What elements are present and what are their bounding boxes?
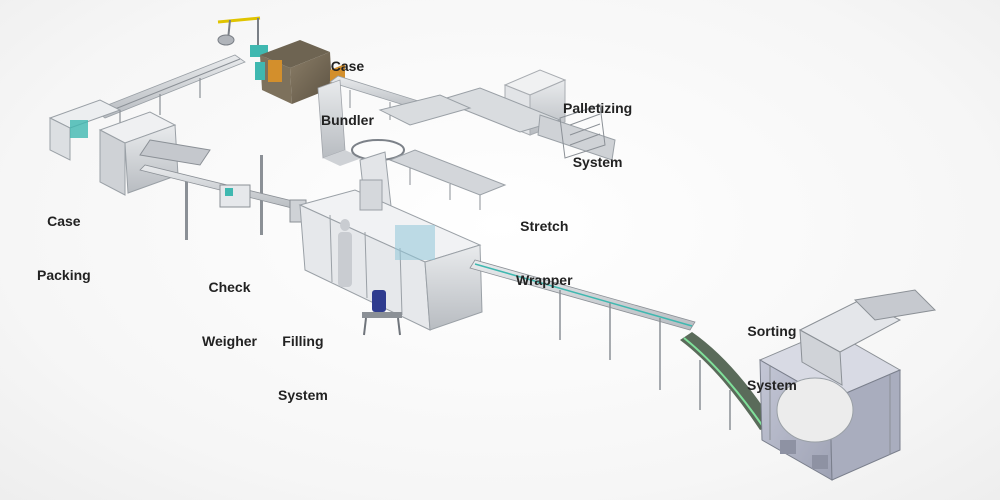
label-check-weigher: Check Weigher: [202, 242, 257, 368]
upper-conveyor: [94, 54, 246, 130]
label-sorting-system: Sorting System: [747, 286, 797, 412]
sorting-system-machine: [758, 289, 937, 481]
label-check-weigher-line2: Weigher: [202, 333, 257, 349]
label-stretch-wrapper-line1: Stretch: [520, 218, 569, 234]
palletizing-machine: [438, 69, 616, 161]
label-sorting-system-line1: Sorting: [747, 323, 797, 339]
label-case-packing-line2: Packing: [37, 267, 91, 283]
label-case-packing-line1: Case: [47, 213, 81, 229]
label-check-weigher-line1: Check: [208, 279, 251, 295]
label-case-bundler-line2: Bundler: [321, 112, 374, 128]
label-filling-system: Filling System: [278, 296, 328, 422]
filling-system-machine: [298, 179, 483, 336]
robot-arm: [217, 16, 268, 57]
label-filling-system-line1: Filling: [282, 333, 324, 349]
label-palletizing-system: Palletizing System: [563, 63, 632, 189]
label-filling-system-line2: System: [278, 387, 328, 403]
label-stretch-wrapper-line2: Wrapper: [516, 272, 573, 288]
label-stretch-wrapper: Stretch Wrapper: [516, 181, 573, 307]
label-palletizing-line1: Palletizing: [563, 100, 633, 116]
label-case-packing: Case Packing: [37, 176, 91, 302]
label-case-bundler: Case Bundler: [321, 21, 374, 147]
label-sorting-system-line2: System: [747, 377, 797, 393]
transfer-tower: [317, 79, 362, 166]
incline-conveyor: [680, 332, 775, 430]
label-case-bundler-line1: Case: [330, 58, 365, 74]
label-palletizing-line2: System: [572, 154, 623, 170]
main-conveyor: [469, 259, 696, 390]
